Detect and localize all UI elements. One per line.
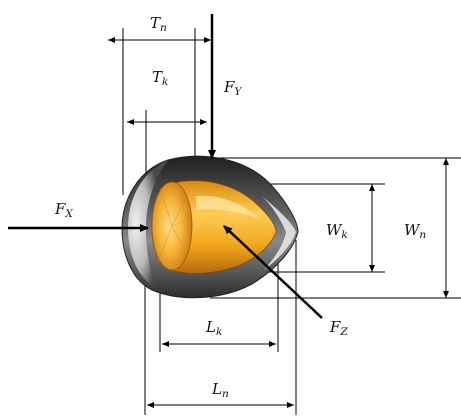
label-tk: Tk bbox=[152, 68, 168, 88]
core-highlight bbox=[196, 195, 258, 218]
force-z-arrow bbox=[223, 225, 323, 319]
label-lk: Lk bbox=[205, 318, 222, 338]
nose-highlight bbox=[262, 196, 296, 270]
label-tn: Tn bbox=[150, 14, 167, 34]
projectile-body bbox=[121, 155, 299, 299]
shell-left-face bbox=[128, 160, 168, 288]
label-wn: Wn bbox=[404, 221, 426, 241]
label-fz: FZ bbox=[329, 318, 348, 338]
label-wk: Wk bbox=[326, 221, 348, 241]
label-fy: FY bbox=[223, 78, 242, 98]
core-face-lines bbox=[157, 187, 193, 263]
labels: Tn Tk FY FX FZ Wk Wn Lk Ln bbox=[54, 14, 426, 400]
force-arrows bbox=[8, 14, 323, 319]
label-ln: Ln bbox=[211, 380, 229, 400]
label-fx: FX bbox=[54, 200, 73, 220]
